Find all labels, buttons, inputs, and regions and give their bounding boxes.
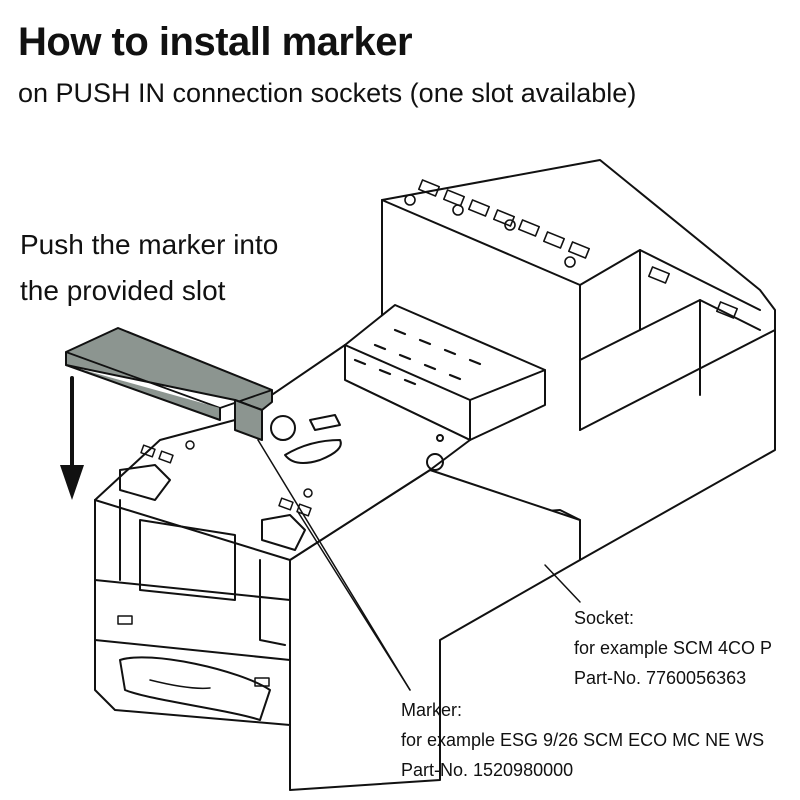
marker-label: Marker: [401, 700, 463, 720]
marker-part [65, 327, 273, 441]
instruction-line-1: Push the marker into [20, 229, 279, 260]
socket-callout: Socket: for example SCM 4CO P Part-No. 7… [574, 603, 772, 693]
rear-terminal-row [404, 179, 739, 319]
marker-example: for example ESG 9/26 SCM ECO MC NE WS [401, 730, 765, 750]
leader-lines [257, 439, 581, 691]
marker-callout: Marker: for example ESG 9/26 SCM ECO MC … [401, 695, 764, 785]
socket-front-block [94, 344, 581, 791]
socket-label: Socket: [574, 608, 635, 628]
socket-example: for example SCM 4CO P [574, 638, 773, 658]
socket-part-number: Part-No. 7760056363 [574, 668, 747, 688]
instruction-line-2: the provided slot [20, 275, 226, 306]
push-arrow-icon [60, 376, 84, 500]
page-title: How to install marker [18, 20, 413, 64]
page-subtitle: on PUSH IN connection sockets (one slot … [18, 78, 637, 108]
instruction-text: Push the marker into the provided slot [20, 222, 278, 314]
marker-part-number: Part-No. 1520980000 [401, 760, 574, 780]
socket-rear-block [381, 159, 776, 561]
